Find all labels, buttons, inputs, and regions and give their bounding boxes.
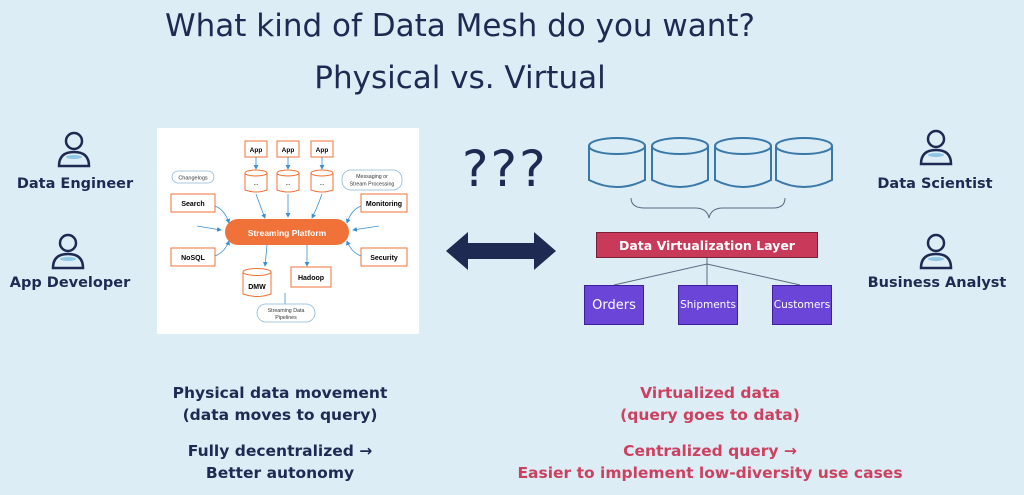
persona-label-app-developer: App Developer (9, 275, 131, 291)
svg-text:Streaming Data: Streaming Data (268, 308, 305, 314)
layer-connectors (613, 258, 801, 286)
brace (630, 197, 786, 219)
user-icon (919, 233, 953, 270)
svg-text:Streaming Platform: Streaming Platform (248, 228, 327, 238)
physical-caption-2: Fully decentralized → Better autonomy (130, 440, 430, 484)
monitoring-node: Monitoring (360, 193, 408, 213)
customers-node: Customers (772, 285, 832, 325)
caption-line: (data moves to query) (182, 406, 378, 424)
svg-text:NoSQL: NoSQL (181, 255, 205, 262)
nosql-node: NoSQL (170, 247, 216, 267)
svg-text:Changelogs: Changelogs (178, 176, 208, 182)
database-icon: ... (276, 169, 300, 193)
svg-text:DMW: DMW (248, 284, 266, 291)
db-label: ... (285, 181, 290, 187)
caption-line: Easier to implement low-diversity use ca… (517, 464, 903, 482)
user-icon (57, 131, 91, 168)
caption-line: (query goes to data) (620, 406, 800, 424)
user-icon (919, 129, 953, 166)
messaging-bubble: Messaging or Stream Processing (341, 169, 403, 191)
streaming-platform-diagram: App App App ... ... ... (170, 140, 408, 323)
app-box: App (276, 140, 300, 158)
double-arrow-icon (446, 232, 556, 270)
app-box: App (244, 140, 268, 158)
security-node: Security (360, 247, 408, 267)
data-sources (588, 137, 833, 219)
db-label: ... (253, 181, 258, 187)
app-label: App (250, 147, 263, 154)
db-label: ... (319, 181, 324, 187)
page-title: What kind of Data Mesh do you want? (164, 8, 756, 44)
database-icon (651, 137, 709, 188)
changelogs-bubble: Changelogs (171, 170, 215, 184)
database-icon: ... (310, 169, 334, 193)
page-subtitle: Physical vs. Virtual (314, 60, 606, 96)
virtual-caption-2: Centralized query → Easier to implement … (510, 440, 910, 484)
database-icon (775, 137, 833, 188)
shipments-node: Shipments (678, 285, 738, 325)
svg-text:Pipelines: Pipelines (275, 315, 297, 321)
svg-text:Stream Processing: Stream Processing (350, 182, 395, 188)
database-icon: ... (244, 169, 268, 193)
svg-text:Hadoop: Hadoop (298, 275, 324, 282)
virtual-caption: Virtualized data (query goes to data) (560, 382, 860, 426)
dmw-database-icon: DMW (242, 268, 272, 297)
database-icon (714, 137, 772, 188)
streaming-platform-node: Streaming Platform (225, 219, 349, 245)
data-virtualization-layer: Data Virtualization Layer (596, 232, 818, 258)
caption-line: Fully decentralized → (187, 442, 373, 460)
physical-diagram-panel: App App App ... ... ... (157, 128, 419, 334)
database-icon (588, 137, 646, 188)
app-box: App (310, 140, 334, 158)
search-node: Search (170, 193, 216, 213)
caption-line: Better autonomy (205, 464, 355, 482)
pipelines-bubble: Streaming Data Pipelines (256, 303, 316, 323)
physical-caption: Physical data movement (data moves to qu… (130, 382, 430, 426)
app-label: App (316, 147, 329, 154)
svg-text:Messaging or: Messaging or (356, 174, 388, 180)
question-marks: ??? (462, 140, 548, 198)
persona-label-data-engineer: Data Engineer (16, 176, 134, 192)
orders-node: Orders (584, 285, 644, 325)
svg-text:Monitoring: Monitoring (366, 201, 402, 208)
caption-line: Centralized query → (623, 442, 797, 460)
svg-text:Security: Security (370, 255, 398, 262)
caption-line: Virtualized data (640, 384, 780, 402)
persona-label-data-scientist: Data Scientist (877, 176, 993, 192)
app-label: App (282, 147, 295, 154)
user-icon (51, 233, 85, 270)
caption-line: Physical data movement (172, 384, 388, 402)
persona-label-business-analyst: Business Analyst (867, 275, 1007, 291)
svg-text:Search: Search (181, 201, 204, 208)
hadoop-node: Hadoop (290, 266, 332, 288)
